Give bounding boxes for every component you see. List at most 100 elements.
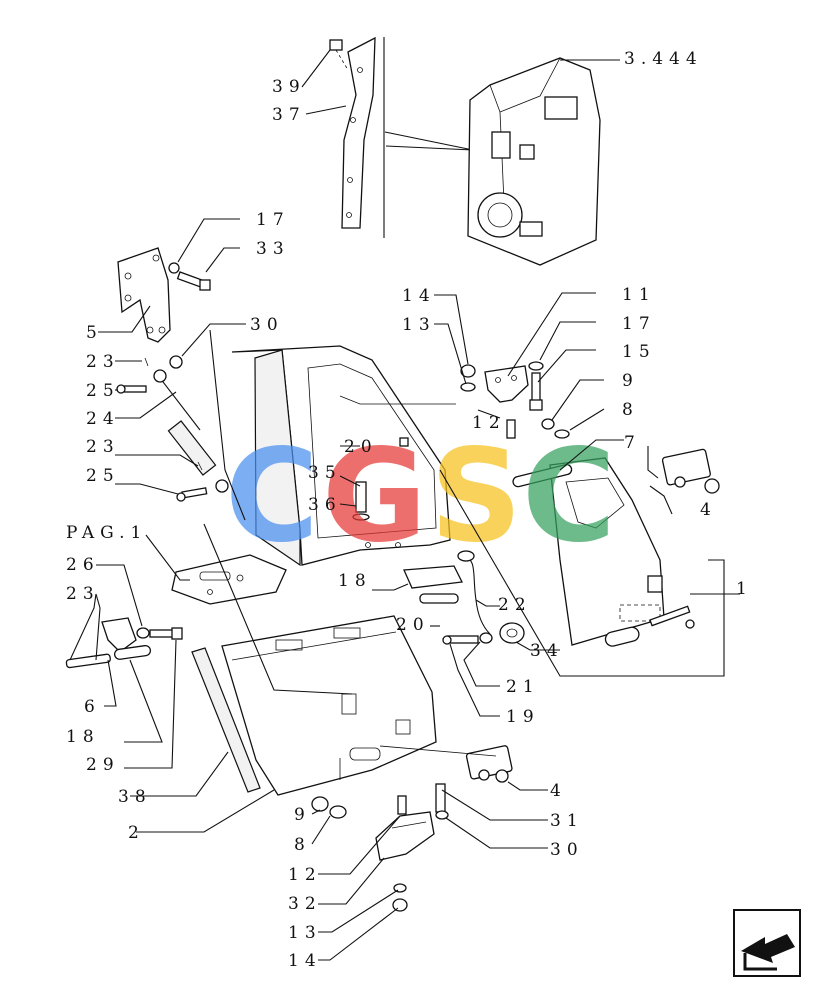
label-39: 39 [272,77,306,97]
label-23-b: 23 [86,437,120,457]
part-29-bolt [149,627,183,640]
part-26-washer [136,627,150,639]
part-24-gas-strut [153,369,229,493]
part-8-washer [554,429,570,439]
label-25-b: 25 [86,466,120,486]
watermark-letter-g: G [322,422,427,571]
reference-labels: 39 37 3.444 17 33 5 30 23 25 24 23 25 14… [66,49,753,971]
part-37-plate [341,36,376,229]
watermark-letter-s: S [430,422,522,571]
label-29: 29 [86,755,120,775]
label-17-top: 17 [256,210,290,230]
part-1-side-panel [549,457,665,646]
label-3444: 3.444 [624,49,703,69]
part-17-washer [168,262,180,274]
part-38-seal [191,647,261,793]
part-14-nut-b [392,898,408,912]
part-39-screw [329,39,349,71]
part-17-washer-b [528,361,544,371]
label-13-top: 13 [402,315,436,335]
label-36: 36 [308,495,342,515]
part-4-latch-b [465,745,513,783]
part-pin-right [649,605,695,629]
part-floor-plate [171,554,287,605]
part-door-frame [231,345,456,567]
label-14-top: 14 [402,286,436,306]
back-navigation-button[interactable] [733,909,801,977]
part-25-bolts [116,384,208,502]
part-11-hinge [484,365,529,403]
label-14-bottom: 14 [288,951,322,971]
part-19-bolt [442,635,479,645]
part-18-pin-left [65,653,111,669]
label-20-top: 20 [344,437,378,457]
label-13-bottom: 13 [288,923,322,943]
label-18-center: 18 [338,571,372,591]
label-23-a: 23 [86,352,120,372]
label-34: 34 [530,641,564,661]
part-roller [604,626,640,647]
part-6-hinge [101,617,152,660]
part-18-hinge-center [403,565,463,604]
part-4-latch-a [661,448,720,494]
label-21: 21 [506,677,540,697]
label-25-a: 25 [86,381,120,401]
label-26: 26 [66,555,100,575]
leader-lines [69,49,740,961]
label-30-top: 30 [250,315,284,335]
label-7: 7 [624,433,641,453]
label-pag-1: PAG.1 [66,523,147,543]
label-12-bottom: 12 [288,865,322,885]
label-4-right: 4 [700,500,717,520]
label-20-center: 20 [396,615,430,635]
part-5-bracket [117,247,171,343]
part-36-bolt [352,481,370,521]
part-33-bolt [176,271,211,291]
label-9-bottom: 9 [294,805,311,825]
watermark-letter-c2: C [522,422,616,571]
part-13-washer [460,382,476,392]
part-7-pin [512,463,573,488]
label-22: 22 [498,595,532,615]
part-12-stud [506,419,516,439]
label-12-top: 12 [472,413,506,433]
label-33: 33 [256,239,290,259]
arrow-back-icon [741,934,795,971]
part-9-nut [541,418,555,430]
label-24: 24 [86,409,120,429]
label-2: 2 [128,823,145,843]
label-18-left: 18 [66,727,100,747]
label-9-right: 9 [622,371,639,391]
label-11: 11 [622,285,656,305]
part-32-block [375,811,435,861]
part-12-stud-b [397,795,407,815]
part-14-nut [460,364,476,378]
part-21-washer [479,632,493,644]
label-5: 5 [86,323,103,343]
label-37: 37 [272,105,306,125]
part-31-bolt [435,783,449,820]
part-30-washer [169,355,183,369]
label-32: 32 [288,894,322,914]
label-30-bottom: 30 [550,840,584,860]
label-35: 35 [308,463,342,483]
watermark-cgsc: C G S C [225,422,616,571]
label-23-c: 23 [66,584,100,604]
part-3444-housing [467,57,601,266]
label-19: 19 [506,707,540,727]
label-17-right: 17 [622,314,656,334]
label-4-bottom: 4 [550,781,567,801]
label-15: 15 [622,342,656,362]
watermark-letter-c1: C [225,422,319,571]
part-8-washer-b [329,805,347,819]
label-31: 31 [550,811,584,831]
part-34-bushing [499,622,525,644]
label-1: 1 [736,579,753,599]
part-9-nut-b [311,796,329,812]
label-38: 38 [118,787,152,807]
label-8-right: 8 [622,400,639,420]
label-6: 6 [84,697,101,717]
label-8-bottom: 8 [294,835,311,855]
part-15-bolt [529,372,543,411]
